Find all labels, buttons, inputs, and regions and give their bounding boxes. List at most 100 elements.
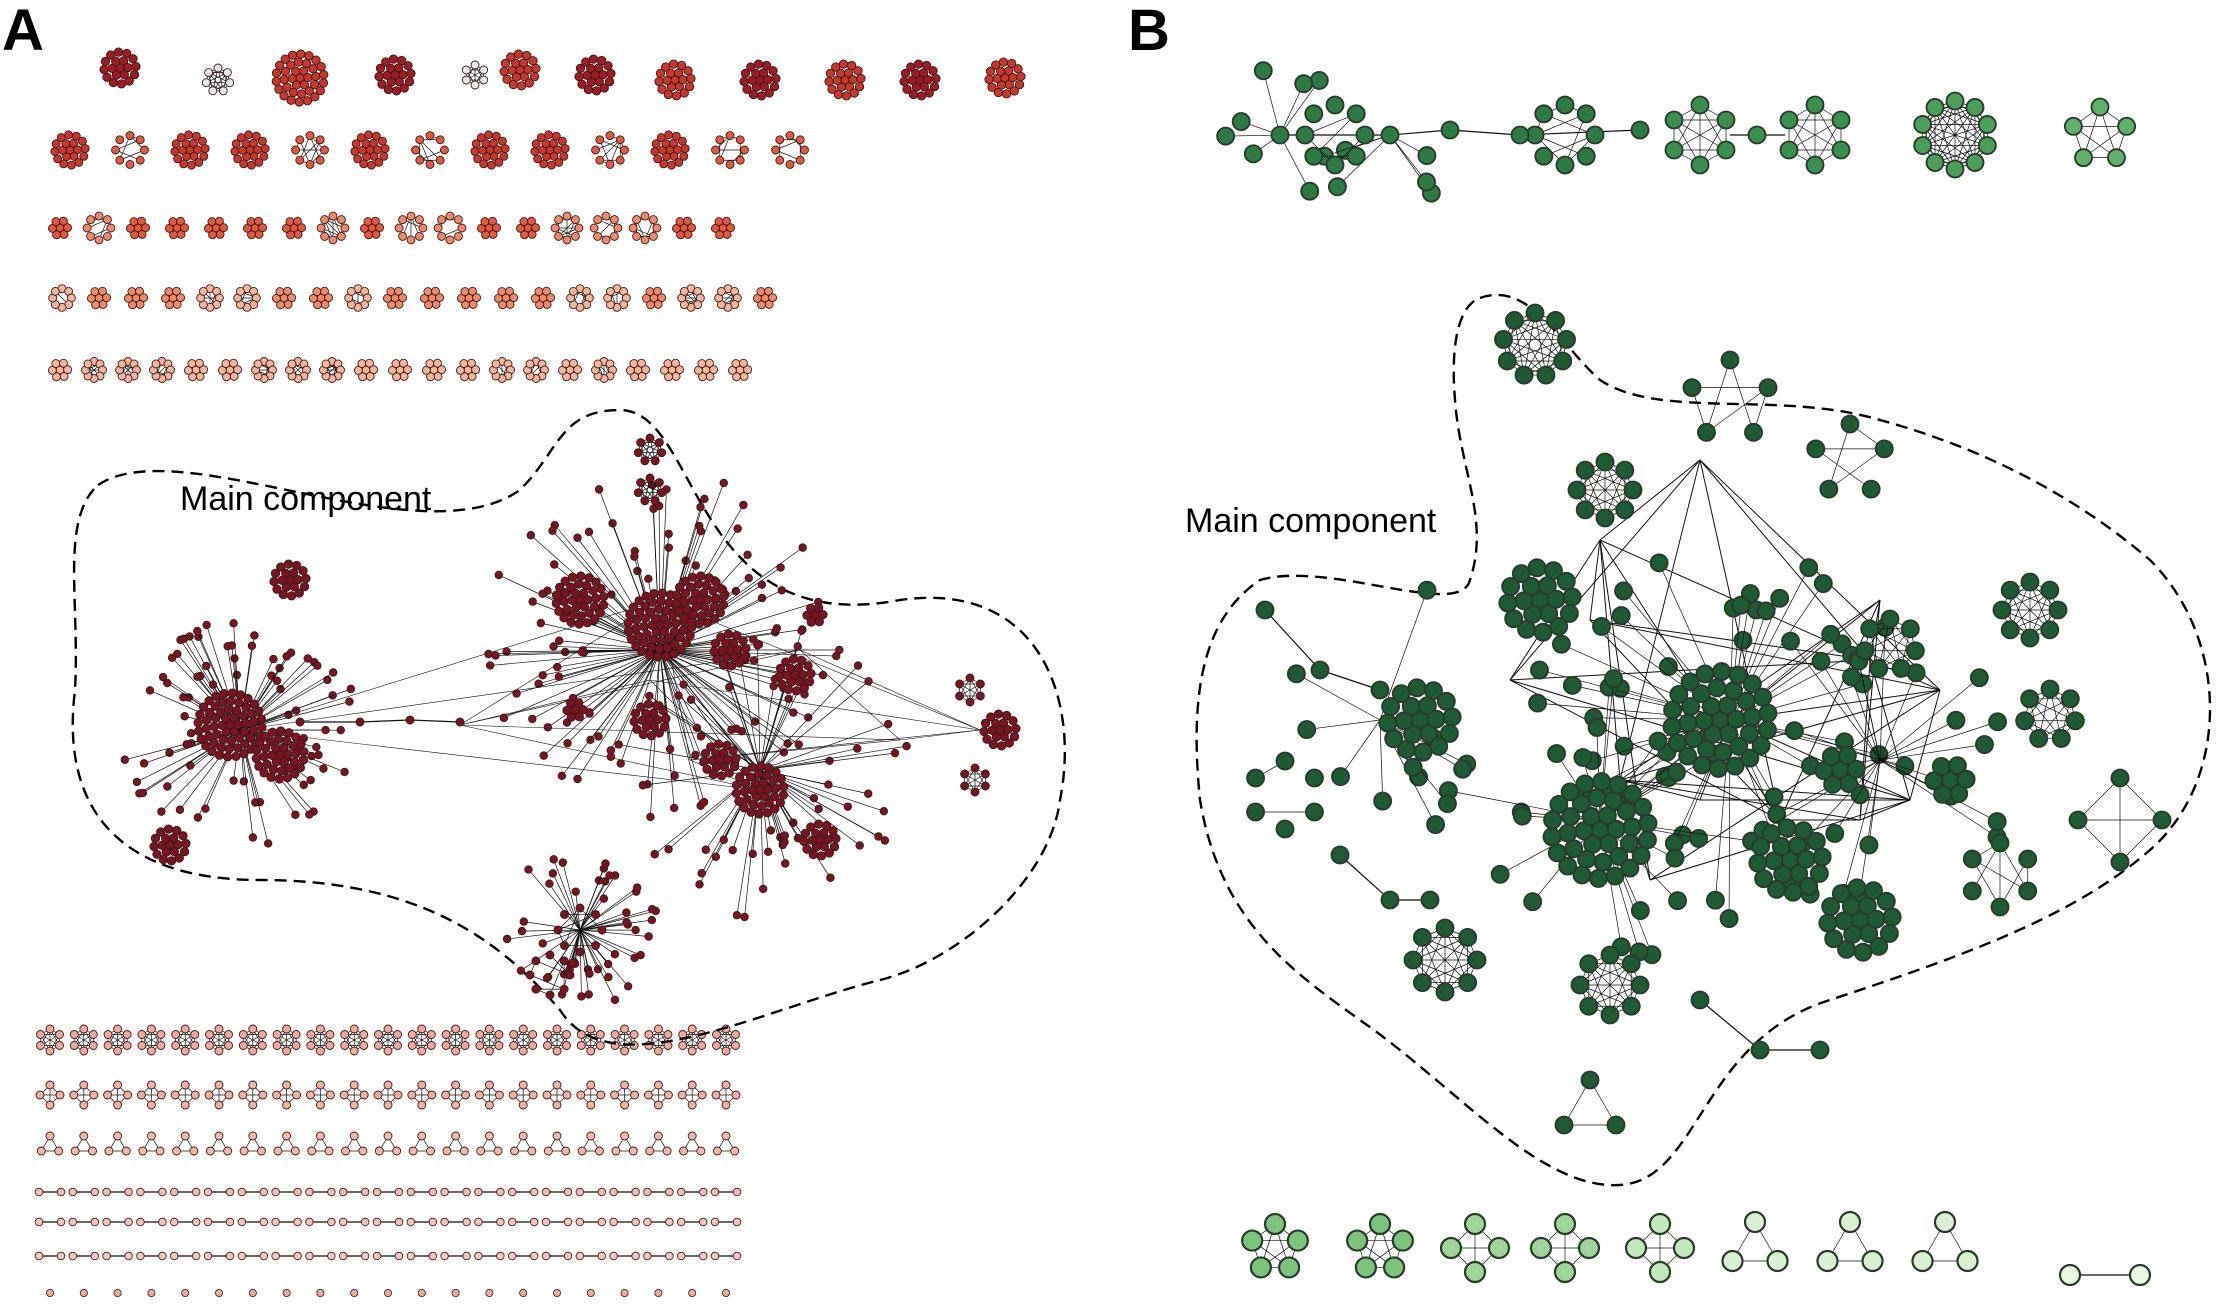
network-node: [460, 1030, 470, 1039]
network-node: [102, 1217, 111, 1227]
network-node: [88, 1146, 97, 1156]
network-node: [709, 365, 719, 375]
network-node: [282, 1100, 292, 1110]
network-node: [236, 133, 246, 143]
network-node: [676, 1251, 686, 1261]
network-node: [295, 155, 305, 165]
network-node: [929, 81, 940, 92]
network-node: [375, 63, 386, 74]
network-node: [924, 88, 934, 98]
network-node: [752, 293, 762, 303]
network-node: [1305, 802, 1324, 822]
network-node: [596, 584, 606, 594]
network-node: [509, 293, 519, 303]
network-node: [601, 235, 611, 245]
network-node: [809, 793, 819, 803]
network-node: [699, 797, 709, 807]
network-node: [1630, 901, 1650, 921]
network-node: [645, 287, 655, 297]
network-node: [531, 956, 541, 966]
network-node: [1649, 553, 1669, 573]
network-node: [670, 771, 679, 780]
network-node: [856, 73, 866, 84]
network-edge: [419, 139, 431, 165]
network-edge: [523, 921, 581, 931]
network-node: [1297, 720, 1317, 739]
network-node: [113, 1100, 123, 1110]
network-node: [83, 359, 93, 369]
network-node: [276, 562, 286, 572]
network-node: [586, 1289, 595, 1297]
network-edge: [759, 681, 804, 771]
network-node: [1013, 64, 1023, 74]
network-node: [223, 752, 233, 762]
network-node: [257, 1146, 266, 1156]
network-node: [575, 903, 585, 913]
network-node: [523, 64, 533, 75]
network-node: [248, 1100, 258, 1110]
network-edge: [119, 149, 145, 161]
network-node: [697, 1090, 707, 1100]
network-node: [135, 286, 144, 296]
network-node: [576, 1090, 586, 1100]
network-node: [557, 771, 567, 781]
network-node: [1682, 378, 1702, 398]
network-node: [1713, 742, 1733, 762]
network-node: [222, 372, 231, 382]
network-node: [2110, 768, 2130, 788]
network-node: [702, 764, 712, 774]
network-node: [218, 86, 228, 96]
network-node: [1864, 881, 1883, 901]
network-node: [1987, 812, 2007, 832]
network-node: [1805, 95, 1825, 115]
network-node: [1748, 853, 1768, 873]
network-node: [712, 1041, 721, 1050]
network-node: [299, 581, 310, 592]
network-node: [2117, 116, 2137, 136]
network-node: [291, 145, 300, 155]
network-node: [853, 66, 863, 76]
network-node: [880, 836, 890, 845]
network-node: [525, 970, 535, 980]
network-node: [193, 626, 202, 636]
network-node: [269, 654, 278, 664]
network-node: [757, 593, 767, 603]
network-node: [251, 131, 261, 141]
network-node: [692, 723, 702, 733]
network-node: [498, 300, 507, 310]
network-node: [553, 1289, 561, 1297]
network-node: [518, 1080, 528, 1090]
network-node: [470, 60, 480, 70]
network-edge: [1379, 719, 1384, 802]
network-node: [1558, 823, 1578, 843]
network-node: [437, 215, 447, 225]
network-node: [374, 1041, 383, 1050]
network-node: [573, 698, 584, 708]
network-node: [287, 50, 298, 60]
network-node: [260, 743, 271, 754]
network-node: [372, 1187, 382, 1197]
network-node: [248, 1131, 258, 1141]
network-node: [561, 1146, 571, 1156]
network-node: [488, 216, 497, 226]
network-node: [496, 1251, 505, 1261]
network-node: [701, 845, 711, 854]
network-node: [526, 531, 536, 540]
network-node: [557, 365, 567, 375]
network-node: [1294, 74, 1314, 94]
network-node: [629, 359, 639, 369]
network-node: [435, 155, 445, 165]
network-node: [1874, 439, 1894, 459]
network-node: [382, 293, 392, 303]
network-node: [238, 1041, 248, 1050]
network-node: [554, 606, 564, 616]
network-node: [328, 211, 338, 221]
network-node: [644, 650, 655, 660]
network-node: [349, 1131, 359, 1141]
network-node: [225, 1187, 235, 1197]
network-edge: [1879, 721, 1998, 761]
network-node: [349, 1080, 359, 1090]
network-node: [554, 636, 564, 645]
network-node: [349, 1100, 359, 1110]
network-node: [1965, 153, 1985, 172]
